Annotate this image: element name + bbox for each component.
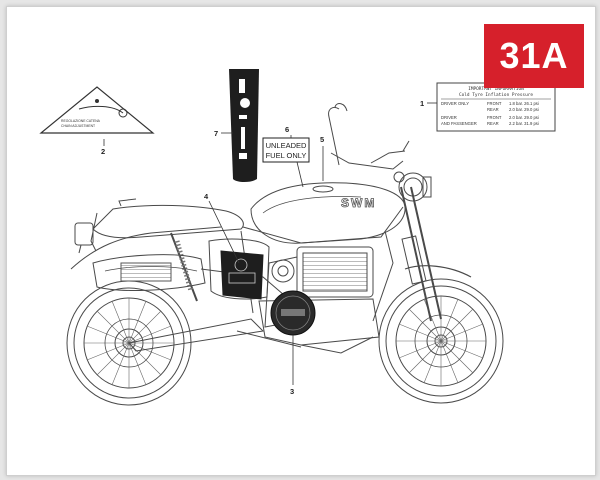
tyre-row-value: 2.2 bar. 31.9 psi: [509, 121, 539, 126]
chain-adjustment-decal: REGOLAZIONE CATENA CHAIN ADJUSTMENT: [39, 86, 155, 134]
callout-1: 1: [420, 99, 424, 108]
front-wheel: [378, 278, 504, 404]
chain-decal-line2: CHAIN ADJUSTMENT: [61, 124, 95, 128]
tyre-row-pos: REAR: [487, 121, 499, 126]
callout-4: 4: [204, 192, 209, 201]
callout-2: 2: [101, 147, 105, 156]
callout-6: 6: [285, 125, 289, 134]
tyre-row-rider: AND PASSENGER: [441, 121, 477, 126]
tyre-row-value: 1.8 bar. 26.1 psi: [509, 101, 539, 106]
tyre-row-pos: FRONT: [487, 115, 502, 120]
tank-logo: SWM: [341, 196, 376, 210]
tyre-row-pos: REAR: [487, 107, 499, 112]
tyre-row-value: 2.0 bar. 29.0 psi: [509, 115, 539, 120]
engine-badge-decal: [270, 290, 316, 336]
tyre-row-value: 2.0 bar. 29.0 psi: [509, 107, 539, 112]
callout-3: 3: [290, 387, 294, 396]
tyre-row-pos: FRONT: [487, 101, 502, 106]
vertical-stripe-decal: [229, 69, 259, 182]
callout-numbers: 1 2 3 4 5 6 7: [101, 99, 424, 396]
fuel-decal-line2: FUEL ONLY: [266, 151, 307, 160]
tyre-pressure-decal: IMPORTANT INFORMATION Cold Tyre Inflatio…: [436, 82, 556, 132]
tyre-decal-title: IMPORTANT INFORMATION: [468, 86, 524, 92]
motorcycle-decal-diagram: SWM UNLEADED FUEL ONLY: [39, 69, 556, 406]
callout-leaders: [103, 102, 437, 385]
fuel-decal: UNLEADED FUEL ONLY: [262, 137, 310, 163]
motorcycle-drawing: [66, 103, 504, 406]
tyre-decal-subtitle: Cold Tyre Inflation Pressure: [459, 92, 533, 98]
tyre-decal-rows: DRIVER ONLY FRONT 1.8 bar. 26.1 psi REAR…: [441, 101, 539, 126]
page-number-badge: 31A: [484, 24, 584, 88]
fuel-decal-line1: UNLEADED: [266, 141, 307, 150]
callout-5: 5: [320, 135, 324, 144]
callout-7: 7: [214, 129, 218, 138]
tyre-row-rider: DRIVER: [441, 115, 457, 120]
tyre-row-rider: DRIVER ONLY: [441, 101, 469, 106]
chain-decal-line1: REGOLAZIONE CATENA: [61, 119, 101, 123]
side-cover-decal: [220, 250, 264, 300]
